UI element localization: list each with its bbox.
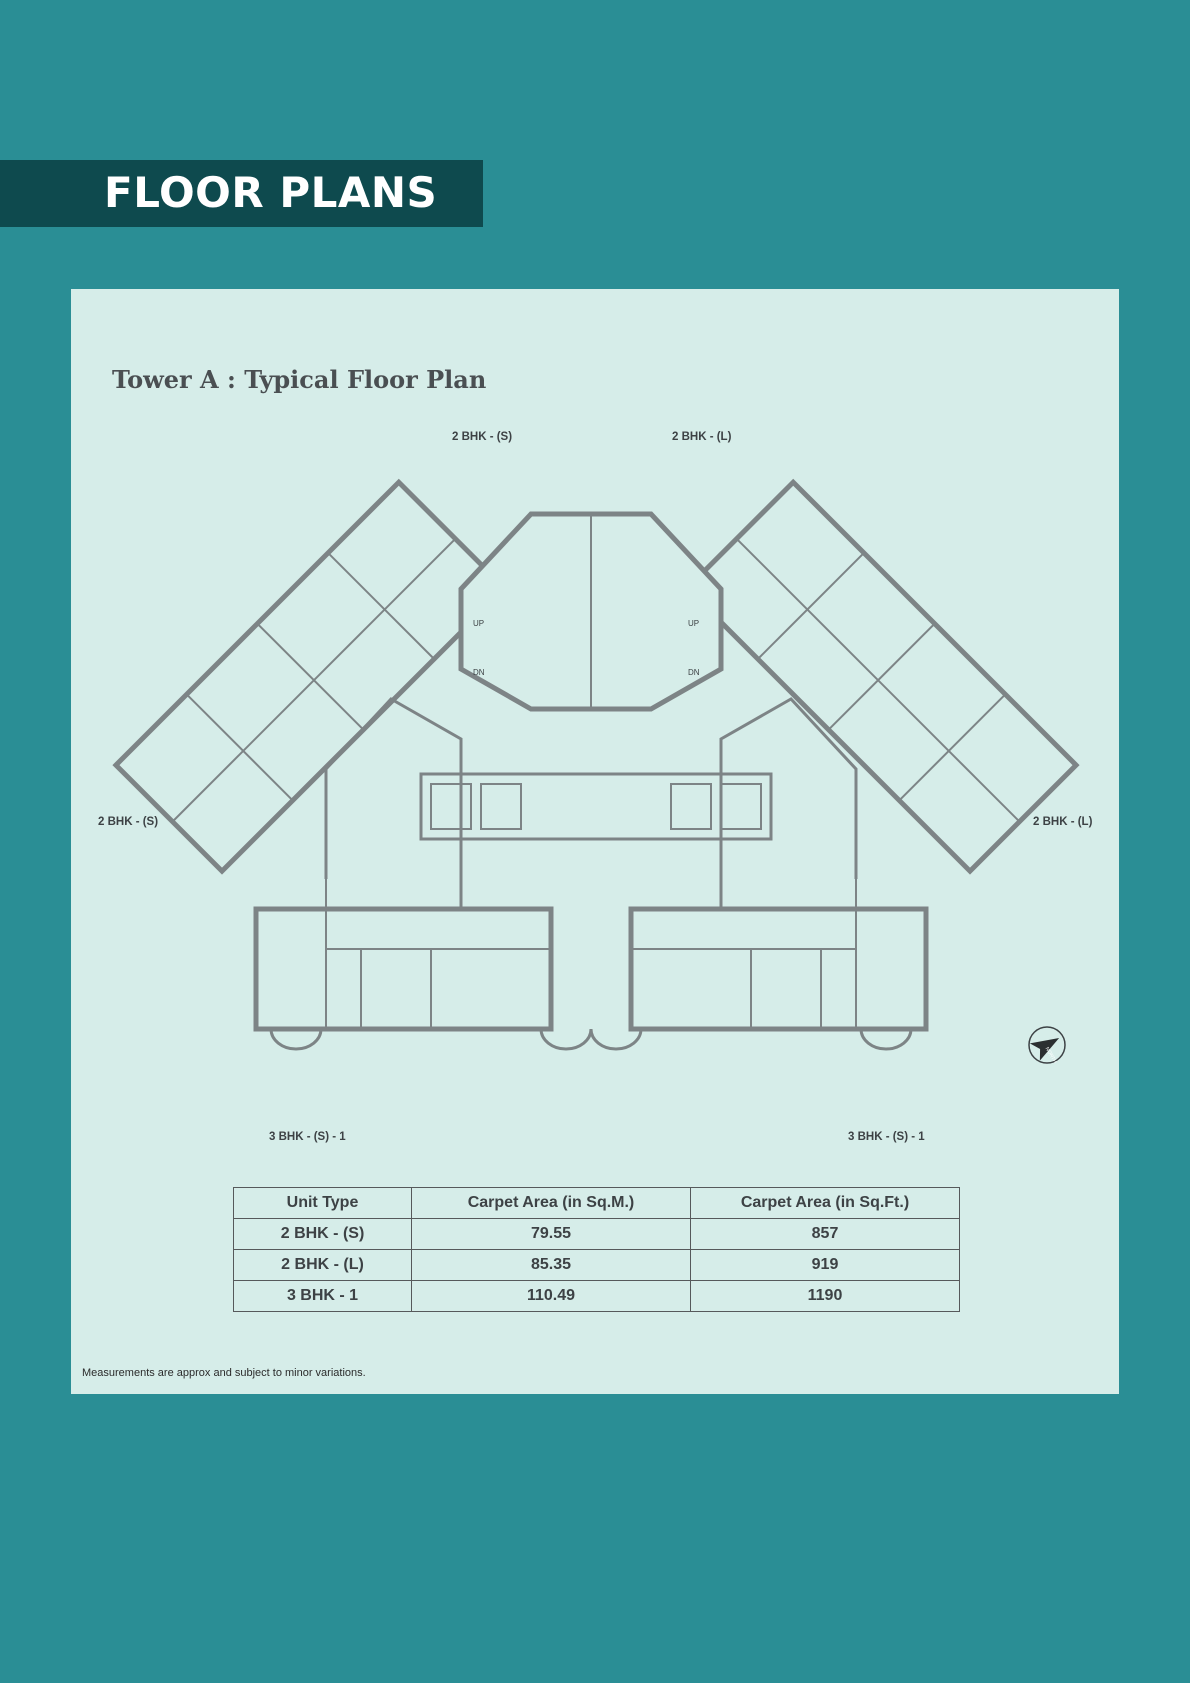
plan-title: Tower A : Typical Floor Plan [112,365,487,394]
column-header: Carpet Area (in Sq.M.) [411,1187,691,1219]
cell-unit-type: 3 BHK - 1 [233,1280,412,1312]
cell-unit-type: 2 BHK - (L) [233,1249,412,1281]
unit-label-mid-left: 2 BHK - (S) [98,816,159,828]
table-row: 3 BHK - 1 110.49 1190 [233,1280,960,1312]
cell-area-sqm: 85.35 [411,1249,691,1281]
cell-area-sqft: 1190 [690,1280,960,1312]
svg-text:UP: UP [688,619,699,628]
unit-label-mid-right: 2 BHK - (L) [1033,816,1093,828]
floor-plan-panel: Tower A : Typical Floor Plan [71,289,1119,1394]
stair-up-label: UP [473,619,484,628]
unit-label-bottom-left: 3 BHK - (S) - 1 [269,1131,346,1143]
cell-area-sqft: 919 [690,1249,960,1281]
table-row: 2 BHK - (S) 79.55 857 [233,1218,960,1250]
table-header-row: Unit Type Carpet Area (in Sq.M.) Carpet … [233,1187,960,1219]
section-title: FLOOR PLANS [104,168,438,217]
column-header: Carpet Area (in Sq.Ft.) [690,1187,960,1219]
section-header-banner: FLOOR PLANS [0,160,483,227]
unit-3bhk-left [253,906,554,1032]
unit-label-bottom-right: 3 BHK - (S) - 1 [848,1131,925,1143]
unit-label-top-left: 2 BHK - (S) [452,431,513,443]
cell-area-sqm: 79.55 [411,1218,691,1250]
carpet-area-table: Unit Type Carpet Area (in Sq.M.) Carpet … [233,1187,960,1312]
stair-down-label: DN [473,668,485,677]
wing-2bhk-l [683,478,1080,875]
cell-area-sqft: 857 [690,1218,960,1250]
unit-3bhk-right [628,906,929,1032]
cell-unit-type: 2 BHK - (S) [233,1218,412,1250]
cell-area-sqm: 110.49 [411,1280,691,1312]
table-row: 2 BHK - (L) 85.35 919 [233,1249,960,1281]
column-header: Unit Type [233,1187,412,1219]
north-arrow-icon: NORTH [1028,1026,1066,1065]
floor-plan-drawing: UP DN UP DN NORTH [112,478,1080,1065]
svg-text:DN: DN [688,668,700,677]
unit-label-top-right: 2 BHK - (L) [672,431,732,443]
footnote: Measurements are approx and subject to m… [82,1367,366,1379]
